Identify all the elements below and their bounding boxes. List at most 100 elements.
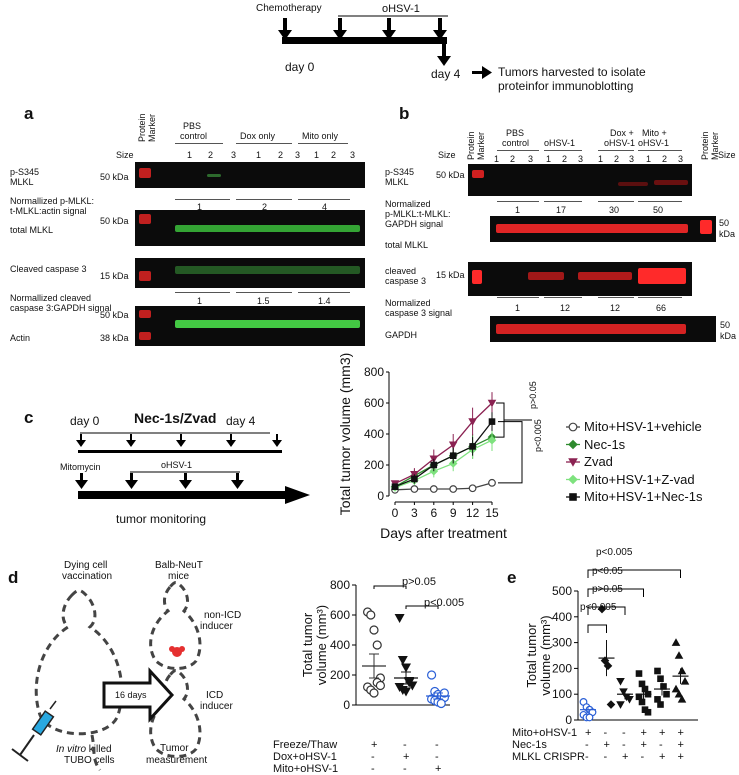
e-data-point	[657, 675, 664, 683]
e-table-row-label: Mito+oHSV-1	[512, 727, 578, 739]
d-y-tick-label: 800	[330, 578, 350, 592]
blot-b-gapdh	[490, 316, 716, 342]
row-pmlkl-2: MLKL	[10, 177, 34, 187]
size-header-right: Size	[718, 150, 736, 160]
group-ohsv-b: oHSV-1	[544, 138, 576, 148]
d-data-point	[404, 677, 415, 686]
blot-b-cc3	[468, 262, 692, 296]
row-norm-pmlkl-b-3: GAPDH signal	[385, 219, 444, 229]
e-table-mark: +	[640, 739, 647, 751]
e-data-point	[677, 666, 687, 675]
e-data-point	[677, 695, 687, 703]
blot-a-total-mlkl	[135, 210, 365, 246]
d-data-point	[369, 625, 379, 635]
row-norm-cc3-b-2: caspase 3 signal	[385, 308, 453, 318]
c-data-point	[391, 483, 399, 490]
d-icd: ICD	[206, 690, 224, 701]
d-data-point	[427, 670, 437, 680]
c-data-point	[449, 485, 458, 493]
protein-marker-a-2: Marker	[147, 113, 157, 142]
e-data-point	[616, 701, 625, 709]
c-bracket-2	[498, 421, 523, 484]
lane: 1	[494, 154, 500, 164]
top-timeline-graphic	[278, 15, 492, 79]
kda-right-2: kDa	[719, 229, 736, 239]
c-y-tick-label: 0	[377, 489, 384, 503]
e-y-tick-label: 200	[552, 661, 572, 675]
protein-marker-a: Protein	[137, 113, 147, 142]
blot-a-cc3	[135, 258, 365, 288]
lane: 3	[295, 150, 301, 160]
c-timeline-graphic	[75, 432, 310, 504]
norm-val: 30	[609, 205, 620, 215]
c-data-point	[468, 418, 477, 426]
d-icd-2: inducer	[200, 701, 233, 712]
c-y-tick-label: 800	[364, 365, 384, 379]
kda-right-2: kDa	[720, 331, 737, 341]
e-sig3: p>0.05	[592, 584, 623, 595]
d-days: 16 days	[115, 690, 147, 700]
row-cc3: Cleaved caspase 3	[10, 264, 87, 274]
d-y-axis-label-2: volume (mm³)	[314, 605, 329, 685]
group-mito: Mito only	[302, 131, 339, 141]
d-table-row-label: Dox+oHSV-1	[273, 751, 337, 763]
row-pmlkl-b: p-S345	[385, 167, 415, 177]
group-pbs: PBS	[183, 121, 202, 131]
d-y-tick-label: 0	[343, 698, 350, 712]
e-data-point	[663, 690, 670, 698]
d-dying-2: vaccination	[62, 571, 113, 582]
d-table-mark: -	[371, 751, 375, 763]
group-dox: Dox only	[240, 131, 276, 141]
e-table-mark: -	[622, 727, 626, 739]
lane: 3	[350, 150, 356, 160]
e-table-mark: +	[603, 739, 610, 751]
lane: 1	[598, 154, 604, 164]
c-series-line	[394, 436, 493, 488]
kda-label: 38 kDa	[100, 333, 129, 343]
e-table-mark: +	[677, 751, 684, 763]
legend-c-markers	[566, 422, 580, 501]
d-balb: Balb-NeuT	[155, 560, 203, 571]
norm-val: 1.4	[318, 296, 331, 306]
c-x-tick-label: 3	[411, 506, 418, 520]
kda-label: 50 kDa	[436, 170, 465, 180]
d-nonicd: non-ICD	[204, 610, 242, 621]
lane: 3	[528, 154, 534, 164]
d-y-tick-label: 200	[330, 668, 350, 682]
c-sig2: p<0.005	[533, 419, 543, 452]
c-y-tick-label: 200	[364, 458, 384, 472]
chemo-label: Chemotherapy	[256, 3, 322, 14]
e-y-axis-label-2: volume (mm³)	[538, 615, 553, 695]
e-data-point	[635, 693, 643, 701]
e-data-point	[606, 700, 616, 709]
c-data-point	[429, 485, 438, 493]
row-total-mlkl: total MLKL	[10, 225, 54, 235]
d-table-row-label: Freeze/Thaw	[273, 739, 338, 751]
e-table-mark: -	[585, 739, 589, 751]
d-data-point	[436, 698, 446, 709]
lane: 2	[208, 150, 214, 160]
row-norm-cc3-b: Normalized	[385, 298, 431, 308]
group-mito-b: Mito +	[642, 128, 667, 138]
norm-val: 2	[262, 202, 268, 212]
group-dox-b-2: oHSV-1	[604, 138, 636, 148]
e-data-point	[638, 698, 646, 706]
c-y-axis-label: Total tumor volume (mm3)	[337, 353, 353, 516]
d-mouse-diagram	[11, 581, 202, 771]
ohsv-label: oHSV-1	[382, 3, 420, 15]
lane: 1	[646, 154, 652, 164]
e-sig4: p<0.005	[596, 547, 633, 558]
norm-val: 12	[560, 303, 571, 313]
c-monitor: tumor monitoring	[116, 512, 207, 526]
e-table-mark: -	[640, 751, 645, 763]
legend-marker	[568, 439, 578, 450]
lane: 3	[578, 154, 584, 164]
norm-val: 1	[515, 205, 521, 215]
e-table-mark: -	[622, 739, 626, 751]
kda-label: 15 kDa	[100, 271, 129, 281]
d-data-point	[401, 663, 411, 673]
d-table-mark: -	[403, 763, 407, 775]
d-data-point	[394, 614, 405, 623]
c-series-line	[394, 482, 493, 491]
